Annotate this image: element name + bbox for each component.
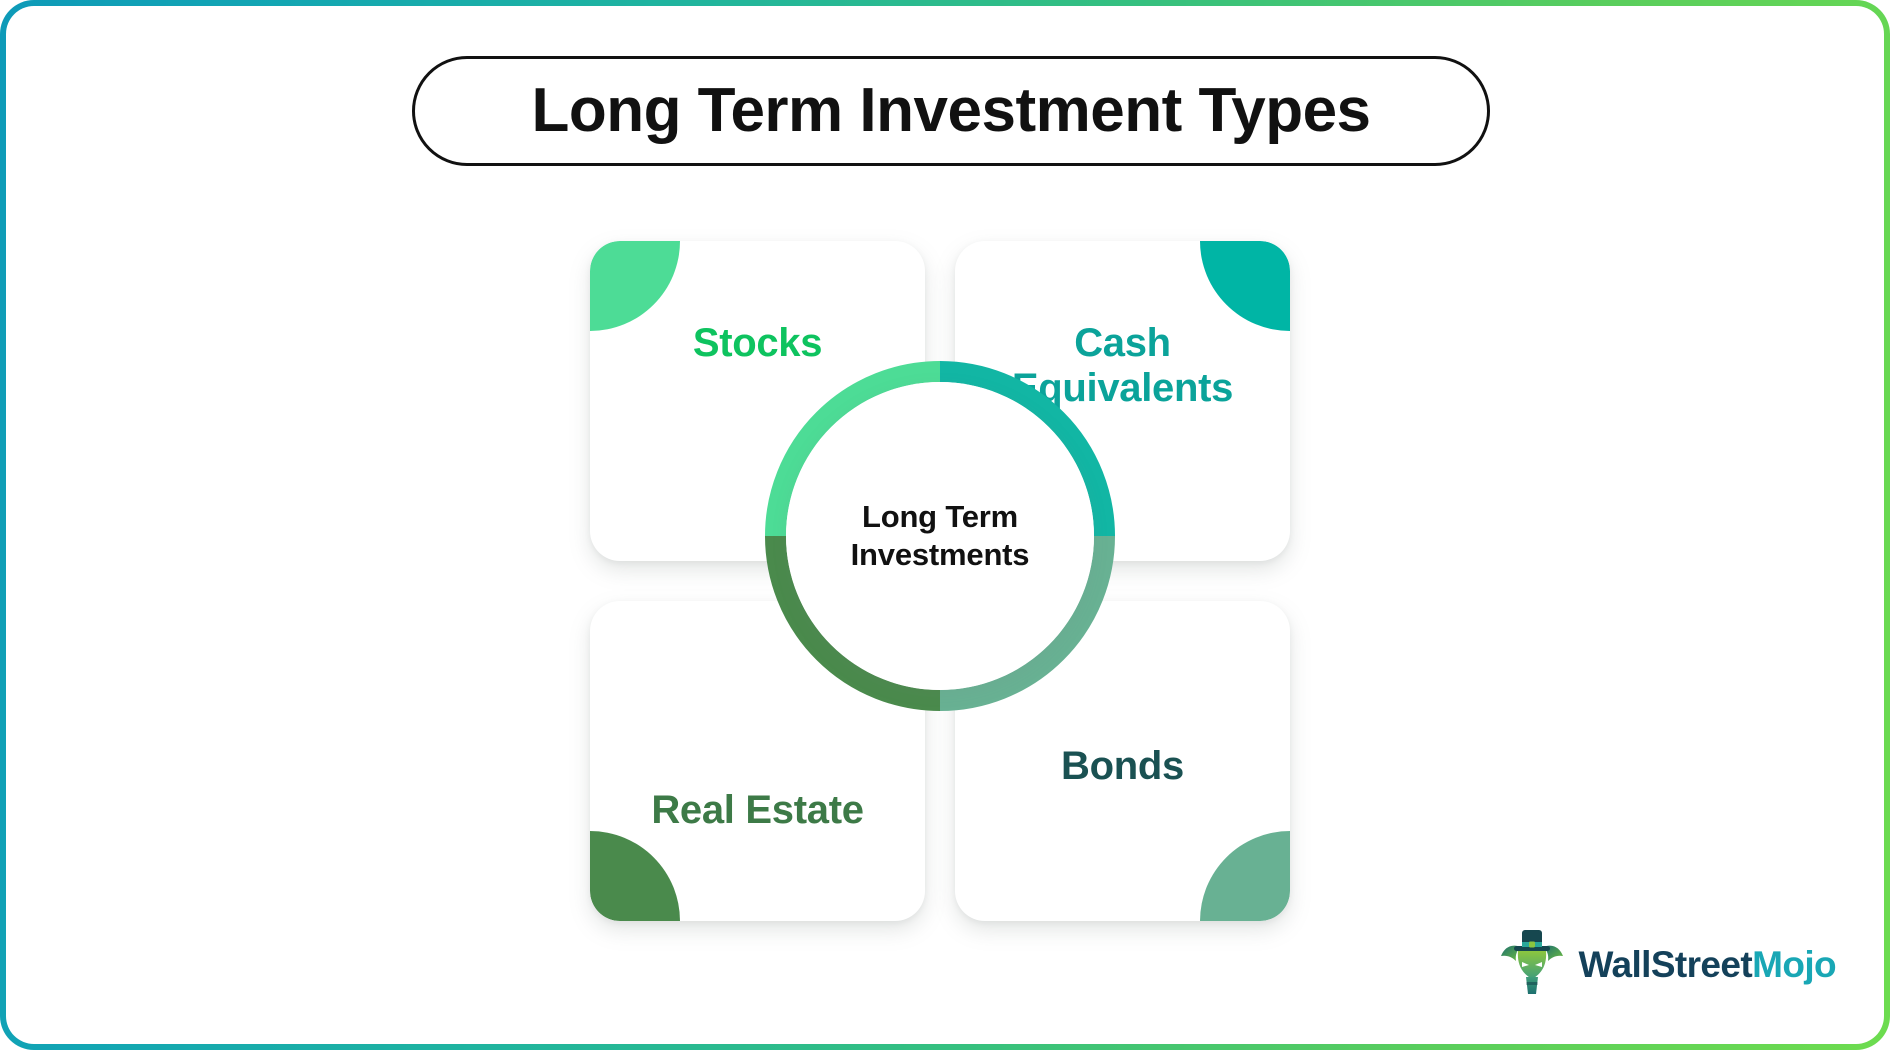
brand-logo[interactable]: WallStreetMojo [1499,927,1837,1002]
hub-ring [765,361,1115,711]
hub-label-line1: Long Term [861,498,1019,534]
corner-accent-real-estate [590,831,680,921]
hub-label-line2: Investments [850,537,1030,572]
hub-inner: Long Term Investments [786,382,1094,690]
ring-segment-top-left [765,361,940,536]
card-label-real-estate: Real Estate [651,788,864,833]
ring-segment-top-right [940,361,1115,536]
logo-word-wallstreet: WallStreet [1578,943,1753,985]
corner-accent-stocks [590,241,680,331]
page-title: Long Term Investment Types [531,76,1371,145]
hub-label: Long Term Investments [825,498,1055,575]
card-label-bonds: Bonds [1061,744,1184,789]
card-label-stocks: Stocks [692,321,823,365]
corner-accent-cash-equivalents [1200,241,1290,331]
logo-word-mojo: Mojo [1752,943,1837,985]
quadrant-diagram: Stocks Cash Equivalents Real Estate Bond… [590,241,1290,961]
ring-segment-bottom-left [765,536,940,711]
center-hub: Long Term Investments [765,361,1115,711]
title-pill: Long Term Investment Types [412,56,1490,166]
infographic-canvas: Long Term Investment Types Stocks Cash E… [6,6,1884,1044]
logo-wordmark: WallStreetMojo [1578,943,1837,986]
ring-segment-bottom-right [940,536,1115,711]
bull-mascot-icon [1499,927,1565,1002]
corner-accent-bonds [1200,831,1290,921]
